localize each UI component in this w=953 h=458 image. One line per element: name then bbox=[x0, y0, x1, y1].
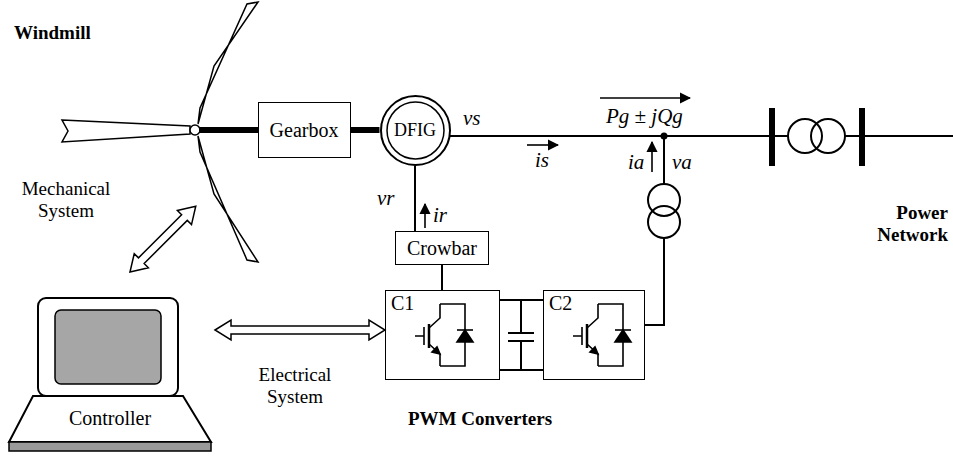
node-text: Controller bbox=[5, 407, 215, 430]
wire-connector bbox=[441, 265, 443, 290]
grid-transformer bbox=[788, 119, 845, 153]
windmill-rotor bbox=[198, 136, 258, 262]
title-label: Windmill bbox=[14, 22, 91, 44]
igbt-symbol bbox=[573, 327, 582, 345]
converter-box: C2 bbox=[543, 290, 645, 380]
generator-circle: DFIG bbox=[380, 95, 451, 166]
igbt-symbol bbox=[457, 330, 473, 342]
igbt-symbol bbox=[415, 304, 473, 366]
gearbox-box: Gearbox bbox=[258, 102, 351, 158]
stator-line bbox=[449, 135, 788, 137]
signal-name: vr bbox=[377, 186, 395, 210]
signal-name: ia bbox=[628, 150, 644, 174]
node-text: DFIG bbox=[394, 120, 436, 141]
laptop-outline bbox=[5, 296, 215, 454]
generator-outline bbox=[387, 102, 444, 159]
power-flow-arrow bbox=[600, 97, 690, 99]
busbar bbox=[769, 108, 775, 166]
signal-name: is bbox=[535, 148, 549, 172]
current-arrow bbox=[424, 204, 426, 228]
crowbar-box: Crowbar bbox=[395, 231, 489, 265]
busbar bbox=[859, 108, 865, 166]
system-label: Electrical System bbox=[240, 364, 350, 408]
laptop-base bbox=[9, 442, 211, 451]
controller-laptop: Controller bbox=[5, 296, 215, 454]
windmill-rotor bbox=[62, 120, 190, 142]
wire-connector bbox=[500, 299, 543, 301]
windmill-rotor bbox=[190, 125, 200, 135]
laptop-display bbox=[55, 310, 161, 384]
node-text: Gearbox bbox=[270, 119, 339, 142]
busbar bbox=[772, 108, 862, 166]
laptop-screen bbox=[38, 298, 178, 396]
igbt-symbol bbox=[429, 344, 440, 366]
converter-transformer bbox=[645, 238, 664, 325]
igbt-symbol bbox=[615, 329, 631, 331]
igbt-symbol bbox=[587, 344, 598, 366]
generator-outline bbox=[381, 96, 450, 165]
stator-line bbox=[449, 135, 953, 137]
node-text: C2 bbox=[549, 292, 572, 315]
section-label: PWM Converters bbox=[408, 408, 552, 430]
converter-transformer bbox=[663, 136, 665, 184]
signal-name: va bbox=[672, 150, 692, 174]
dc-link bbox=[508, 332, 534, 334]
wire-connector bbox=[414, 166, 416, 232]
signal-name: vs bbox=[463, 106, 481, 130]
mechanical-link-arrow bbox=[123, 199, 203, 279]
igbt-symbol bbox=[432, 347, 440, 354]
dc-link bbox=[520, 341, 522, 370]
dc-link bbox=[520, 300, 522, 333]
igbt-symbol bbox=[457, 329, 473, 331]
igbt-symbol bbox=[573, 304, 631, 366]
grid-transformer bbox=[811, 119, 845, 153]
igbt-symbol bbox=[615, 330, 631, 342]
signal-name: Pg ± jQg bbox=[606, 104, 683, 128]
dc-link bbox=[500, 300, 543, 370]
signal-name: ir bbox=[433, 203, 447, 227]
current-arrow bbox=[425, 142, 652, 228]
igbt-symbol bbox=[587, 304, 598, 328]
node-text: C1 bbox=[391, 292, 414, 315]
current-arrow bbox=[527, 144, 558, 146]
igbt-symbol bbox=[429, 304, 440, 328]
converter-box: C1 bbox=[385, 290, 500, 380]
rotor-shaft bbox=[199, 127, 263, 133]
converter-transformer bbox=[648, 206, 680, 238]
section-label: Power Network bbox=[853, 202, 948, 246]
windmill-rotor bbox=[198, 2, 258, 124]
current-arrow bbox=[651, 142, 653, 172]
link-arrow bbox=[215, 320, 385, 340]
igbt-symbol bbox=[415, 327, 424, 345]
node-text: Crowbar bbox=[407, 237, 477, 260]
igbt-symbol bbox=[590, 347, 598, 354]
wire-connector bbox=[351, 127, 380, 133]
system-label: Mechanical System bbox=[10, 178, 122, 222]
